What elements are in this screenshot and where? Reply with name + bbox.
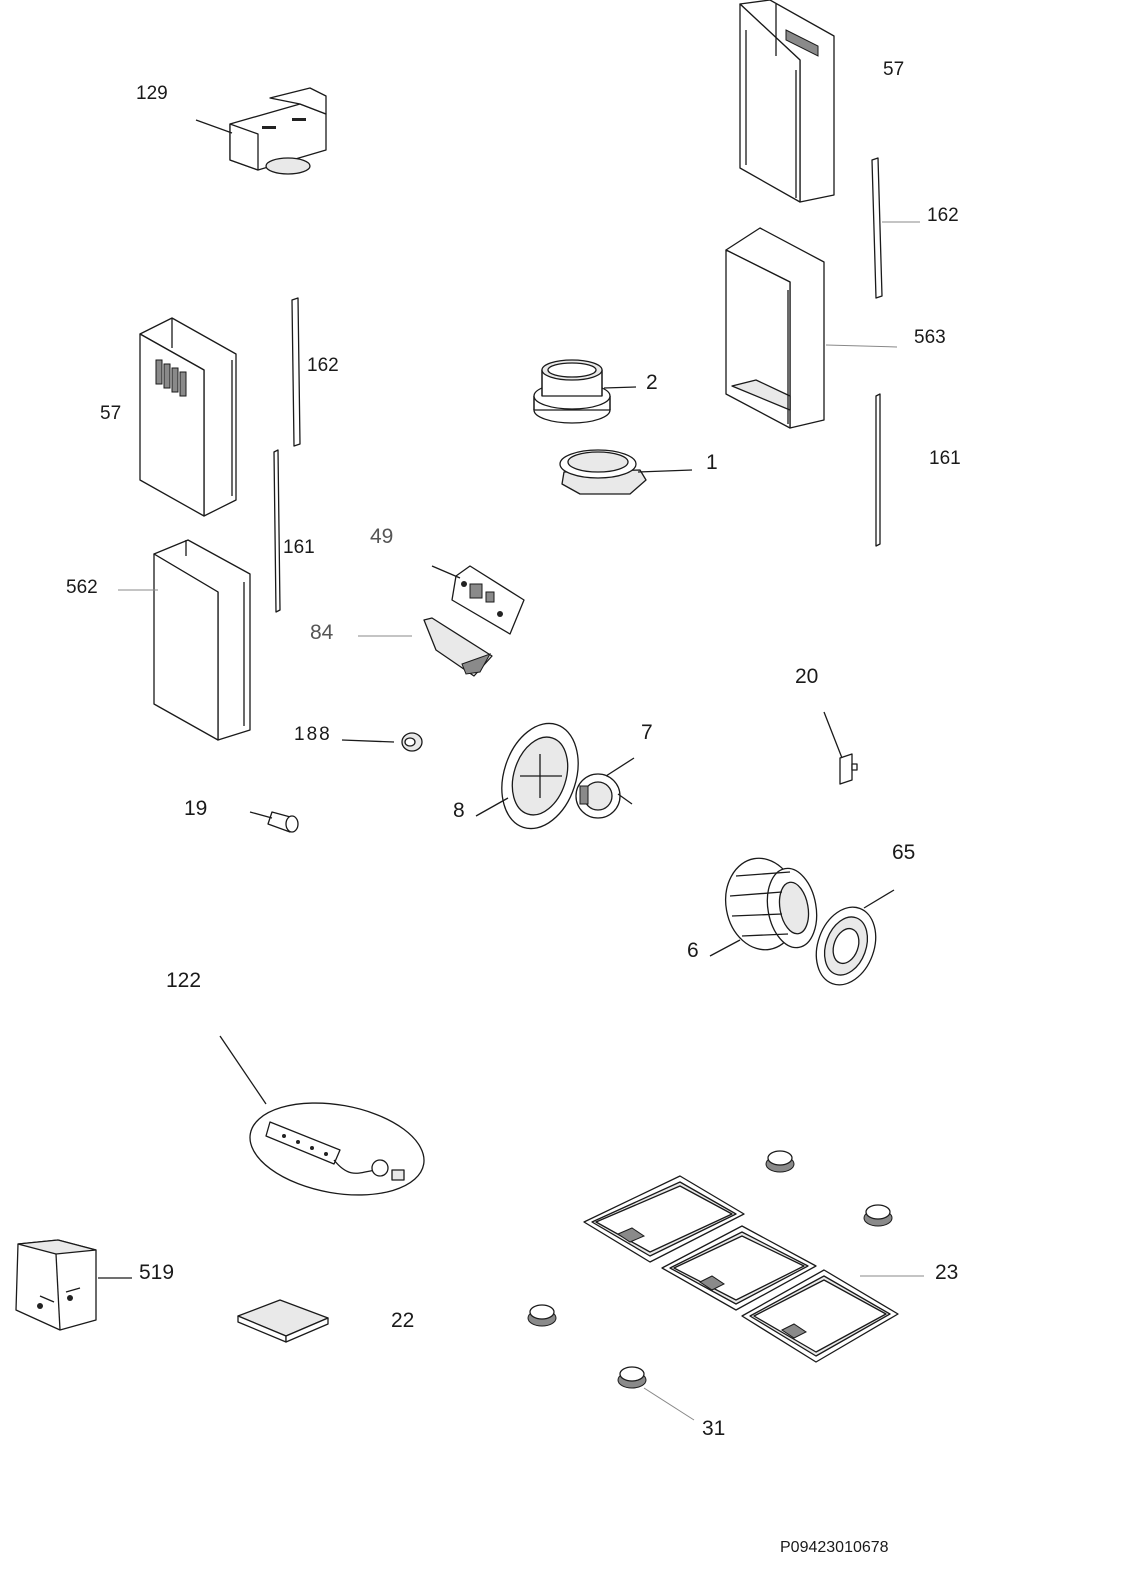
control-board-icon: [431, 565, 525, 635]
knob-icon: [249, 811, 299, 833]
label-57-left: 57: [100, 403, 122, 424]
label-23: 23: [935, 1261, 959, 1284]
fixing-kit-icon: [15, 1239, 132, 1331]
grease-filter-icon: [661, 1225, 817, 1311]
label-122: 122: [166, 969, 202, 992]
label-161-right: 161: [929, 448, 961, 469]
chimney-cover-icon: [139, 317, 237, 517]
intake-grille-icon: [815, 889, 895, 986]
chimney-cover-icon: [725, 227, 898, 429]
label-7: 7: [641, 721, 653, 744]
damper-ring-icon: [559, 449, 693, 495]
label-19: 19: [184, 797, 208, 820]
chimney-bracket-icon: [871, 157, 920, 299]
label-188: 188: [294, 724, 332, 745]
grease-filter-icon: [741, 1269, 924, 1363]
duct-adapter-icon: [195, 87, 327, 175]
knob-icon: [863, 1204, 893, 1227]
lamp-strip-icon: [219, 1035, 425, 1196]
fan-wheel-icon: [709, 857, 818, 957]
label-22: 22: [391, 1309, 415, 1332]
grease-filter-icon: [583, 1175, 745, 1263]
cover-plate-icon: [358, 617, 493, 677]
knob-icon: [765, 1150, 795, 1173]
label-65: 65: [892, 841, 916, 864]
chimney-cover-icon: [118, 539, 251, 741]
label-57-upper: 57: [883, 59, 905, 80]
label-8: 8: [453, 799, 465, 822]
label-6: 6: [687, 939, 699, 962]
motor-icon: [575, 757, 635, 819]
drawing-code: P09423010678: [780, 1539, 889, 1556]
label-20: 20: [795, 665, 819, 688]
manual-icon: [237, 1299, 329, 1343]
label-2: 2: [646, 371, 658, 394]
knob-icon: [341, 732, 423, 752]
label-1: 1: [706, 451, 718, 474]
chimney-bracket-icon: [273, 449, 281, 613]
label-161-left: 161: [283, 537, 315, 558]
label-162-left: 162: [307, 355, 339, 376]
label-562: 562: [66, 577, 98, 598]
knob-icon: [823, 711, 858, 785]
label-49: 49: [370, 525, 394, 548]
label-129: 129: [136, 83, 168, 104]
label-519: 519: [139, 1261, 175, 1284]
knob-icon: [527, 1304, 557, 1327]
knob-icon: [617, 1366, 695, 1421]
motor-plate-icon: [475, 722, 579, 830]
label-563: 563: [914, 327, 946, 348]
label-84: 84: [310, 621, 334, 644]
flange-icon: [533, 359, 637, 424]
chimney-cover-icon: [739, 0, 835, 203]
label-162-right: 162: [927, 205, 959, 226]
chimney-bracket-icon: [291, 297, 301, 447]
label-31: 31: [702, 1417, 726, 1440]
chimney-bracket-icon: [875, 393, 881, 547]
